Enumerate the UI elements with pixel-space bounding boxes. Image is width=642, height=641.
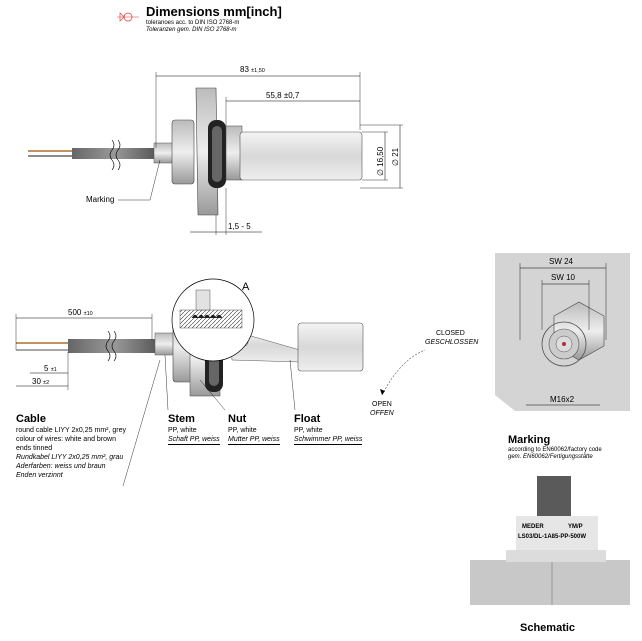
float-title: Float <box>294 413 321 425</box>
closed-de-label: GESCHLOSSEN <box>425 339 479 346</box>
thread-label: M16x2 <box>550 395 575 404</box>
mid-view-drawing <box>15 278 426 487</box>
nut-en: PP, white <box>228 427 257 434</box>
float-en: PP, white <box>294 427 323 434</box>
open-en-label: OPEN <box>372 401 392 408</box>
marking-code: YM/P <box>568 524 583 530</box>
nut-title: Nut <box>228 413 247 425</box>
stem-title: Stem <box>168 413 195 425</box>
cable-en-1: round cable LIYY 2x0,25 mm², grey <box>16 427 126 434</box>
marking-spec: Marking according to EN60062/factory cod… <box>508 433 638 461</box>
stem-en: PP, white <box>168 427 197 434</box>
marking-brand: MEDER <box>522 524 544 530</box>
dia-outer-label: ∅ 21 <box>391 147 400 166</box>
cable-en-2: colour of wires: white and brown <box>16 436 116 443</box>
cable-en-3: ends tinned <box>16 445 53 452</box>
float-de: Schwimmer PP, weiss <box>294 436 363 445</box>
marking-view-drawing <box>470 476 630 605</box>
nut-de: Mutter PP, weiss <box>228 436 280 445</box>
open-de-label: OFFEN <box>370 410 395 417</box>
float-spec: Float PP, white Schwimmer PP, weiss <box>294 412 363 445</box>
cable-spec: Cable round cable LIYY 2x0,25 mm², grey … <box>16 412 136 480</box>
tolerance-icon <box>117 12 139 22</box>
dia-inner-label: ∅ 16,50 <box>376 146 385 176</box>
cable-title: Cable <box>16 413 46 425</box>
page-title: Dimensions mm[inch] <box>146 4 282 19</box>
tolerance-note-en: toleranoes acc. to DIN ISO 2768-m <box>146 20 240 26</box>
end-view-drawing <box>495 253 630 411</box>
closed-en-label: CLOSED <box>436 330 465 337</box>
dim-cable-label: 500 ±10 <box>68 308 93 317</box>
marking-en: according to EN60062/factory code <box>508 447 602 453</box>
dim-strip1-label: 5 ±1 <box>44 364 57 373</box>
schematic-title: Schematic <box>520 622 576 634</box>
cable-de-1: Rundkabel LIYY 2x0,25 mm², grau <box>16 454 124 461</box>
cable-de-2: Aderfarben: weiss und braun <box>16 463 106 470</box>
sw10-label: SW 10 <box>551 273 576 282</box>
nut-spec: Nut PP, white Mutter PP, weiss <box>228 412 280 445</box>
tolerance-note-de: Toleranzen gem. DIN ISO 2768-m <box>146 27 237 33</box>
dim-flange-label: 1,5 - 5 <box>228 222 251 231</box>
marking-part: LS03/DL-1A85-PP-500W <box>518 534 586 540</box>
marking-callout: Marking <box>86 195 114 204</box>
tolerance-note: toleranoes acc. to DIN ISO 2768-m Tolera… <box>146 20 239 34</box>
cable-de-3: Enden verzinnt <box>16 472 63 479</box>
marking-title: Marking <box>508 434 551 446</box>
dim-strip2-label: 30 ±2 <box>32 377 49 386</box>
top-view-drawing <box>28 72 403 235</box>
dim-float-label: 55,8 ±0,7 <box>266 91 300 100</box>
detail-label: A <box>242 281 250 293</box>
stem-de: Schaft PP, weiss <box>168 436 220 445</box>
marking-de: gem. EN60062/Fertigungsstätte <box>508 454 593 460</box>
dim-total-label: 83 ±1,50 <box>240 65 265 74</box>
sw24-label: SW 24 <box>549 257 574 266</box>
stem-spec: Stem PP, white Schaft PP, weiss <box>168 412 220 445</box>
